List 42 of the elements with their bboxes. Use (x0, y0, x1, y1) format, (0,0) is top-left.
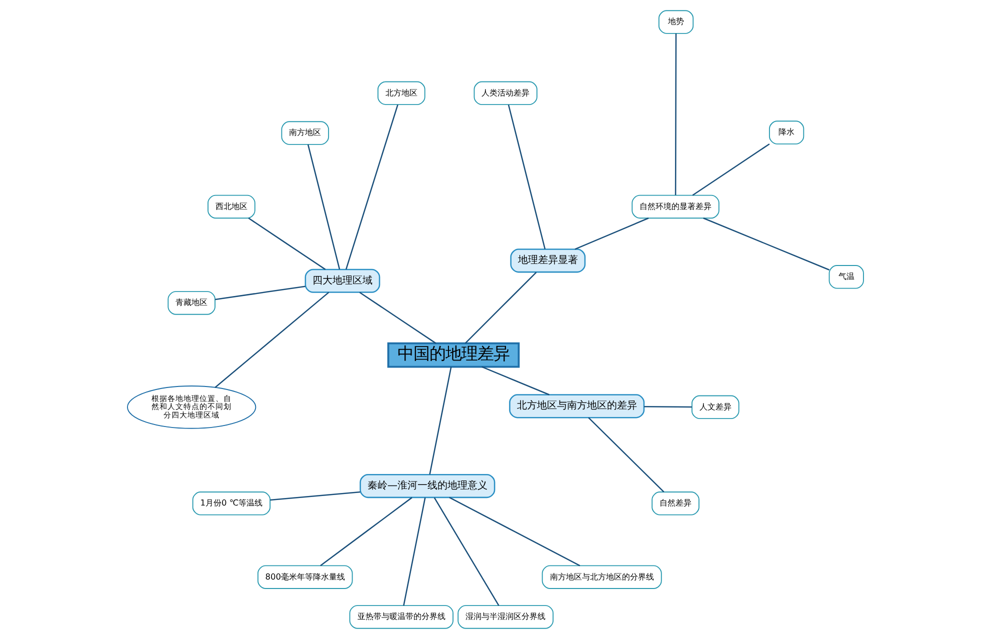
connector (507, 104, 546, 250)
connector (448, 496, 580, 566)
connector (214, 292, 329, 388)
node-box: 南方地区与北方地区的分界线 (541, 565, 662, 589)
connector (674, 34, 676, 196)
node-box: 北方地区 (376, 81, 425, 106)
node-box: 西北地区 (207, 194, 255, 219)
node-box: 1月份0 ℃等温线 (192, 492, 270, 516)
node-box: 800毫米年等降水量线 (256, 565, 352, 589)
connector (270, 491, 360, 501)
connector (428, 366, 452, 475)
connector (358, 292, 436, 344)
connector (402, 498, 426, 606)
node-box: 地势 (658, 10, 694, 34)
connector (481, 366, 550, 396)
node-box: 四大地理区域 (304, 268, 380, 293)
node-box: 北方地区与南方地区的差异 (508, 394, 644, 418)
connector (248, 218, 326, 270)
connector (214, 286, 305, 300)
connector (702, 218, 829, 270)
connector (574, 218, 648, 250)
node-box: 南方地区 (280, 121, 329, 145)
node-box: 亚热带与暖温带的分界线 (348, 605, 453, 629)
connector (433, 497, 499, 606)
node-box: 青藏地区 (167, 291, 215, 315)
node-box: 降水 (768, 120, 804, 144)
node-box: 人文差异 (691, 395, 739, 420)
connector (588, 417, 664, 492)
node-box: 自然环境的显著差异 (631, 194, 719, 219)
connector (464, 272, 536, 344)
node-box: 地理差异显著 (510, 248, 586, 273)
node-box: 自然差异 (651, 492, 699, 516)
connector (644, 406, 692, 408)
node-box: 气温 (828, 265, 864, 289)
connector (306, 144, 340, 270)
connector (692, 143, 770, 196)
node-box: 中国的地理差异 (386, 342, 520, 368)
connector (344, 104, 398, 270)
node-box: 人类活动差异 (473, 81, 537, 106)
node-box: 湿润与半湿润区分界线 (457, 605, 554, 629)
node-box: 秦岭—淮河一线的地理意义 (359, 474, 495, 498)
connector (320, 497, 412, 566)
